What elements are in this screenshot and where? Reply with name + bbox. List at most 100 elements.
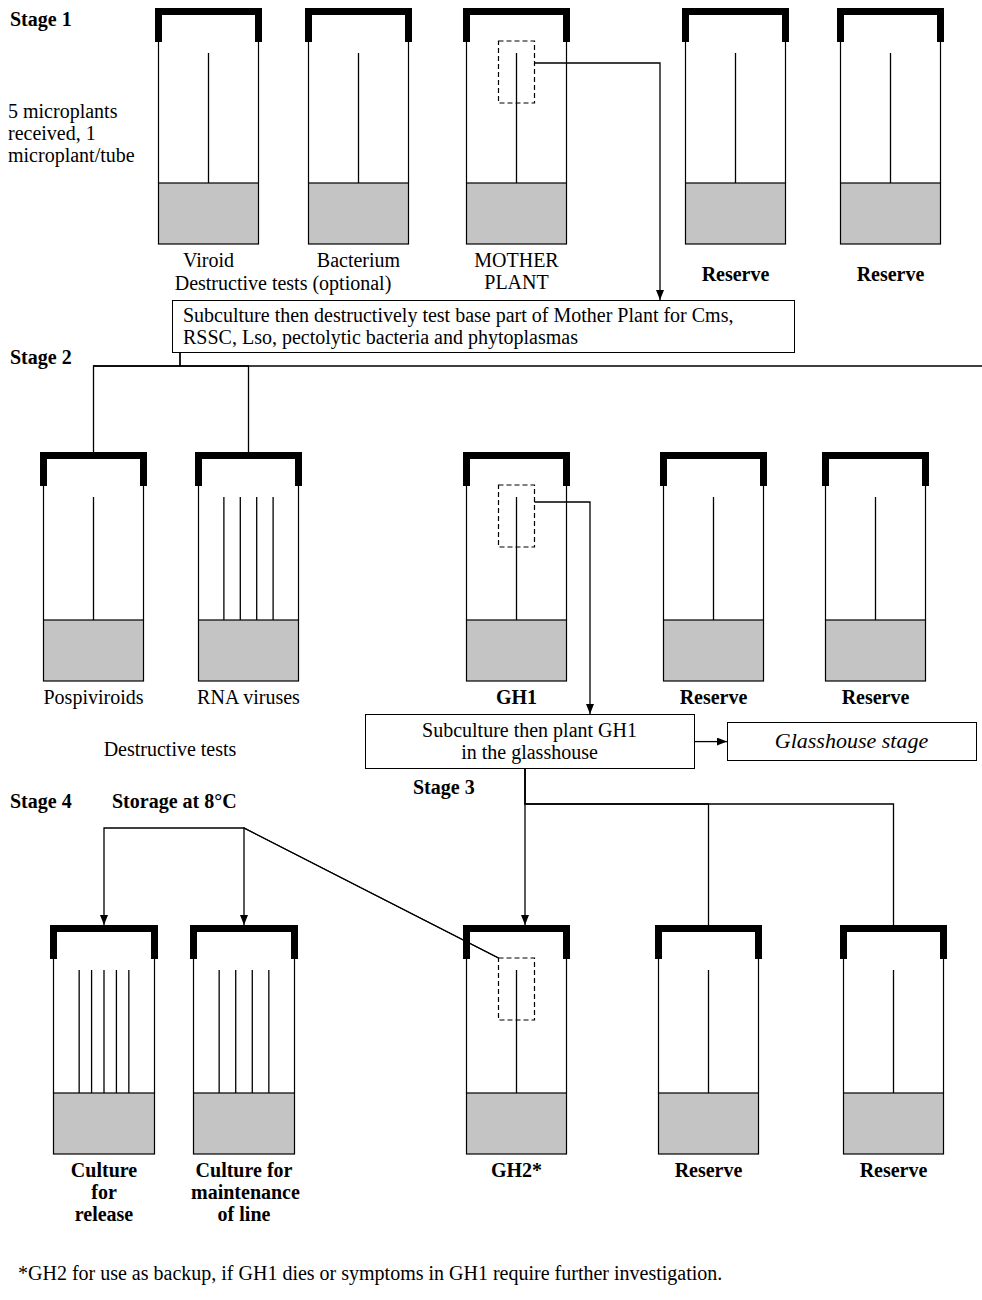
process-box: Glasshouse stage xyxy=(727,722,977,761)
culture-tube: Reserve xyxy=(837,8,944,285)
tube-cap xyxy=(655,925,762,932)
culture-tube: Reserve xyxy=(655,925,762,1181)
culture-tube: Culture for maintenance of line xyxy=(190,925,298,1225)
tube-cap xyxy=(151,925,158,959)
tube-cap xyxy=(50,925,158,932)
microplant-stem xyxy=(735,53,736,183)
process-box: Subculture then plant GH1 in the glassho… xyxy=(365,714,695,769)
culture-tube-outline xyxy=(660,452,767,682)
microplant-stem xyxy=(79,970,80,1093)
tube-cap xyxy=(660,452,667,486)
flow-connector xyxy=(695,741,727,742)
tube-cap xyxy=(822,452,829,486)
growth-medium xyxy=(467,620,567,681)
flow-connector xyxy=(535,502,591,714)
tube-label: Pospiviroids xyxy=(29,686,159,708)
tube-wall xyxy=(143,482,144,620)
tube-label: Culture for release xyxy=(64,1159,144,1225)
tube-wall xyxy=(198,482,199,620)
subculture-cut xyxy=(499,41,535,103)
box-text: Glasshouse stage xyxy=(737,729,967,753)
tube-wall xyxy=(663,482,664,620)
tube-cap xyxy=(660,452,767,459)
culture-tube: GH2* xyxy=(463,925,570,1181)
microplant-stem xyxy=(256,497,257,620)
tube-cap xyxy=(155,8,262,15)
tube-wall xyxy=(566,38,567,183)
tube-cap xyxy=(463,452,570,459)
microplant-stem xyxy=(708,970,709,1093)
growth-medium xyxy=(659,1093,759,1154)
microplant-stem xyxy=(875,497,876,620)
tube-label: GH2* xyxy=(463,1159,570,1181)
tube-cap xyxy=(305,8,412,15)
growth-medium xyxy=(44,620,144,681)
culture-tube: Reserve xyxy=(822,452,929,708)
tube-cap xyxy=(840,925,847,959)
tube-cap xyxy=(937,8,944,42)
tube-label: Reserve xyxy=(681,263,791,285)
tube-wall xyxy=(785,38,786,183)
microplant-stem xyxy=(893,970,894,1093)
process-box: Subculture then destructively test base … xyxy=(172,300,795,353)
culture-tube: MOTHER PLANT xyxy=(463,8,570,293)
stage-label: Stage 1 xyxy=(10,8,100,30)
microplant-stem xyxy=(128,970,129,1093)
tube-cap xyxy=(140,452,147,486)
culture-tube-outline xyxy=(837,8,944,245)
microplant-stem xyxy=(208,53,209,183)
microplant-stem xyxy=(223,497,224,620)
tube-wall xyxy=(925,482,926,620)
tube-cap xyxy=(305,8,312,42)
growth-medium xyxy=(159,183,259,244)
culture-tube: Pospiviroids xyxy=(40,452,147,708)
tube-cap xyxy=(837,8,944,15)
tube-label: Reserve xyxy=(836,263,946,285)
microplant-stem xyxy=(516,497,517,620)
tube-wall xyxy=(43,482,44,620)
growth-medium xyxy=(844,1093,944,1154)
flow-connector xyxy=(244,828,499,958)
tube-label: Viroid xyxy=(154,249,264,271)
growth-medium xyxy=(841,183,941,244)
culture-tube: RNA viruses xyxy=(195,452,302,708)
tube-wall xyxy=(763,482,764,620)
growth-medium xyxy=(826,620,926,681)
tube-label: RNA viruses xyxy=(184,686,314,708)
stage-label: Storage at 8°C xyxy=(112,790,272,812)
culture-tube-outline xyxy=(822,452,929,682)
stage-label: Stage 4 xyxy=(10,790,90,812)
tube-wall xyxy=(193,955,194,1093)
box-text: Subculture then destructively test base … xyxy=(183,304,783,348)
culture-tube-outline xyxy=(463,925,570,1155)
microplant-stem xyxy=(358,53,359,183)
tube-cap xyxy=(295,452,302,486)
stage-label: Stage 3 xyxy=(413,776,493,798)
microplant-stem xyxy=(235,970,236,1093)
flow-connector xyxy=(525,769,894,925)
stage-label: Stage 2 xyxy=(10,346,90,368)
culture-tube-outline xyxy=(155,8,262,245)
tube-cap xyxy=(190,925,197,959)
tube-cap xyxy=(782,8,789,42)
culture-tube-outline xyxy=(840,925,947,1155)
tube-wall xyxy=(825,482,826,620)
tube-cap xyxy=(195,452,302,459)
tube-wall xyxy=(758,955,759,1093)
tube-cap xyxy=(922,452,929,486)
tube-cap xyxy=(463,8,470,42)
microplant-stem xyxy=(268,970,269,1093)
tube-label: MOTHER PLANT xyxy=(463,249,570,293)
footnote: *GH2 for use as backup, if GH1 dies or s… xyxy=(18,1262,968,1284)
tube-wall xyxy=(658,955,659,1093)
flow-connector xyxy=(180,353,249,452)
tube-cap xyxy=(837,8,844,42)
culture-tube-outline xyxy=(40,452,147,682)
culture-tube: GH1 xyxy=(463,452,570,708)
tube-cap xyxy=(190,925,298,932)
tube-cap xyxy=(155,8,162,42)
tube-cap xyxy=(255,8,262,42)
tube-cap xyxy=(655,925,662,959)
note-label: Destructive tests (optional) xyxy=(150,272,416,294)
